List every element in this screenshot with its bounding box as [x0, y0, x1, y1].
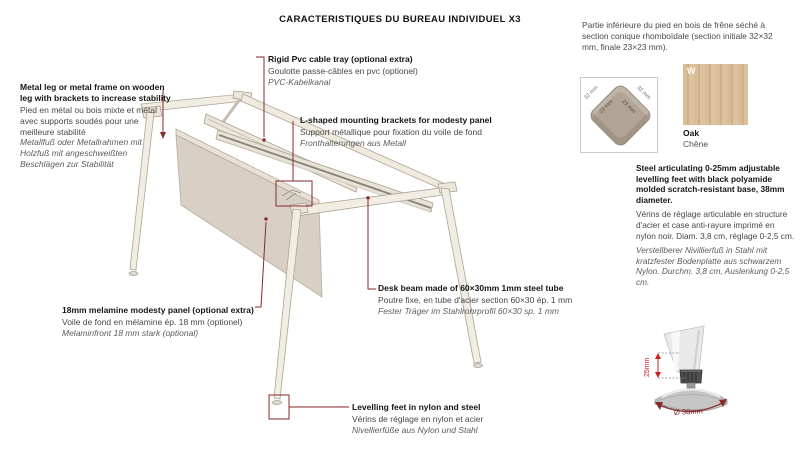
wood-finish-sample: W Oak Chêne — [683, 64, 748, 149]
annotation-cable-tray-fr: Goulotte passe-câbles en pvc (optionel) — [268, 65, 418, 76]
leg-section-diagram: 32 mm 32 mm 23 mm 23 mm — [580, 77, 658, 153]
annotation-leg: Metal leg or metal frame on wooden leg w… — [20, 82, 172, 170]
desk-legs — [129, 111, 482, 400]
foot-diameter-dimension: Ø 38mm — [655, 399, 727, 417]
foot-leg-tube — [663, 325, 705, 373]
foot-height-dimension: 25mm — [644, 352, 686, 379]
section-dim-outer-left: 32 mm — [583, 84, 600, 102]
annotation-leg-de: Metallfuß oder Metallrahmen mit Holzfuß … — [20, 137, 142, 170]
annotation-panel: 18mm melamine modesty panel (optional ex… — [62, 305, 292, 339]
annotation-feet: Levelling feet in nylon and steel Vérins… — [352, 402, 552, 436]
annotation-beam-en: Desk beam made of 60×30mm 1mm steel tube — [378, 283, 564, 293]
annotation-bracket: L-shaped mounting brackets for modesty p… — [300, 115, 528, 149]
desk-l-bracket — [281, 189, 302, 201]
foot-height-label: 25mm — [644, 357, 651, 377]
feet-spec-en: Steel articulating 0-25mm adjustable lev… — [636, 163, 785, 205]
leader-markers — [160, 132, 370, 221]
annotation-beam-de: Fester Träger im Stahlrohrprofil 60×30 s… — [378, 305, 560, 316]
feet-spec-de: Verstellberer Nivillierfuß in Stahl mit … — [636, 245, 790, 288]
annotation-cable-tray-de: PVC-Kabelkanal — [268, 76, 331, 87]
annotation-feet-spec: Steel articulating 0-25mm adjustable lev… — [636, 163, 796, 292]
annotation-beam: Desk beam made of 60×30mm 1mm steel tube… — [378, 283, 606, 317]
desk-feet — [128, 271, 483, 405]
annotation-beam-fr: Poutre fixe, en tube d'acier section 60×… — [378, 294, 573, 305]
levelling-foot-figure: 25mm Ø 38mm — [644, 325, 728, 417]
ash-wood-note: Partie inférieure du pied en bois de frê… — [582, 20, 773, 52]
annotation-cable-tray-en: Rigid Pvc cable tray (optional extra) — [268, 54, 413, 64]
annotation-leg-en: Metal leg or metal frame on wooden leg w… — [20, 82, 171, 103]
wood-name-fr: Chêne — [683, 139, 709, 149]
page-title: CARACTERISTIQUES DU BUREAU INDIVIDUEL X3 — [279, 14, 521, 25]
wood-name-en: Oak — [683, 128, 700, 138]
oak-swatch-image: W — [683, 64, 748, 125]
foot-nut — [679, 369, 703, 389]
swatch-watermark: W — [687, 66, 696, 76]
annotation-feet-en: Levelling feet in nylon and steel — [352, 402, 481, 412]
foot-dome-base — [654, 388, 728, 413]
annotation-feet-de: Nivellierfüße aus Nylon und Stahl — [352, 424, 478, 435]
annotation-panel-de: Melaminfront 18 mm stark (optional) — [62, 327, 199, 338]
feet-spec-fr: Vérins de réglage articulable en structu… — [636, 209, 795, 241]
annotation-cable-tray: Rigid Pvc cable tray (optional extra) Go… — [268, 54, 468, 88]
leader-lines — [162, 56, 376, 420]
annotation-feet-fr: Vérins de réglage en nylon et acier — [352, 413, 484, 424]
annotation-leg-fr: Pied en métal ou bois mixte et métal ave… — [20, 104, 158, 137]
annotation-bracket-fr: Support métallique pour fixation du voil… — [300, 126, 482, 137]
annotation-bracket-en: L-shaped mounting brackets for modesty p… — [300, 115, 492, 125]
annotation-panel-fr: Voile de fond en mélamine ép. 18 mm (opt… — [62, 316, 243, 327]
annotation-bracket-de: Fronthalterungen aus Metall — [300, 137, 406, 148]
annotation-panel-en: 18mm melamine modesty panel (optional ex… — [62, 305, 254, 315]
foot-diameter-label: Ø 38mm — [674, 406, 703, 416]
